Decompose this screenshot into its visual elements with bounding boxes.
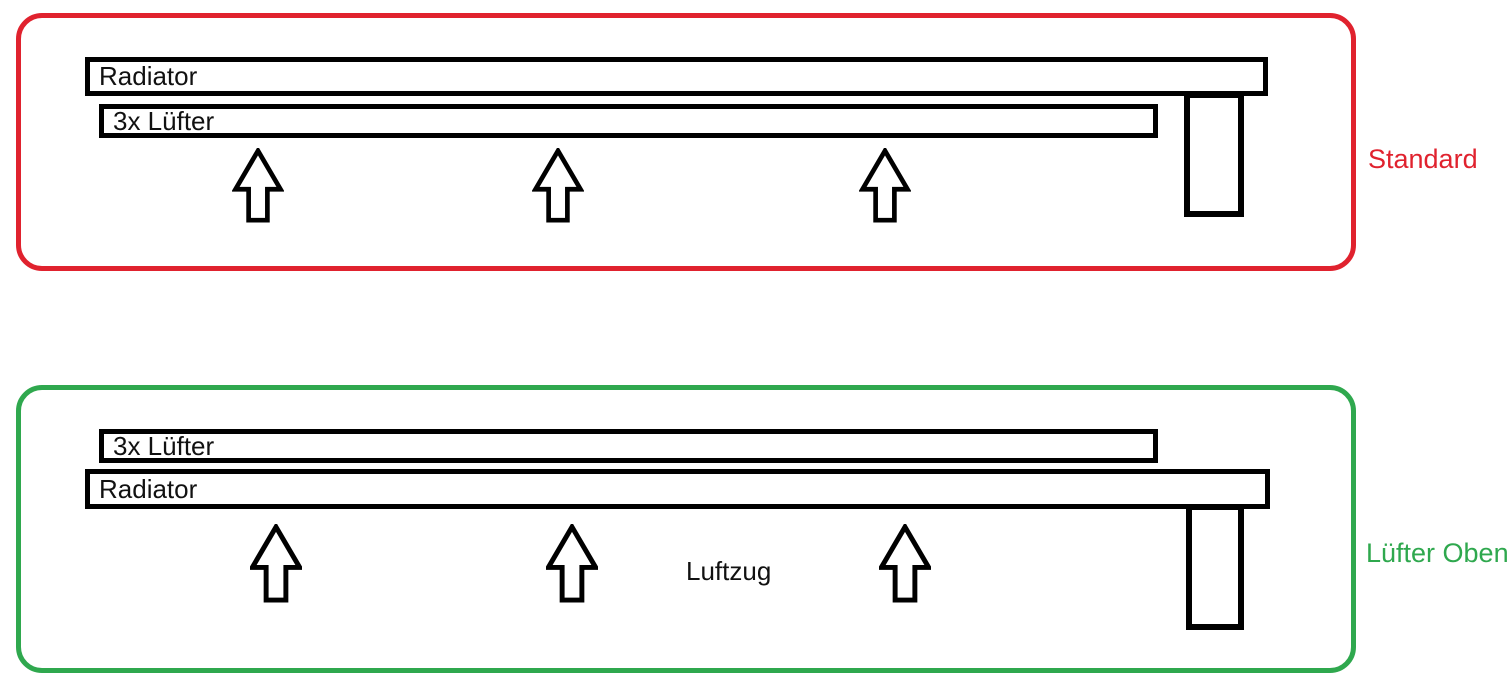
- fans-bar-label: 3x Lüfter: [113, 105, 215, 136]
- airflow-up-arrow-icon: [859, 148, 911, 223]
- radiator-pipe-fitting-standard: [1184, 92, 1244, 217]
- config-label-standard: Standard: [1368, 144, 1478, 174]
- radiator-bar-luefter-oben: Radiator: [85, 469, 1270, 509]
- radiator-bar-label: Radiator: [99, 473, 198, 504]
- airflow-up-arrow-icon: [879, 524, 931, 603]
- airflow-up-arrow-icon: [546, 524, 598, 603]
- airflow-up-arrow-icon: [232, 148, 284, 223]
- config-label-luefter-oben: Lüfter Oben: [1366, 538, 1509, 568]
- fans-bar-standard: 3x Lüfter: [99, 104, 1158, 138]
- airflow-up-arrow-icon: [532, 148, 584, 223]
- panel-standard-config: [16, 13, 1356, 271]
- radiator-pipe-fitting-luefter-oben: [1186, 504, 1244, 630]
- panel-luefter-oben-config: [16, 385, 1356, 673]
- airflow-annotation: Luftzug: [686, 556, 772, 586]
- airflow-up-arrow-icon: [250, 524, 302, 603]
- radiator-bar-label: Radiator: [99, 61, 198, 91]
- fans-bar-label: 3x Lüfter: [113, 430, 215, 461]
- fans-bar-luefter-oben: 3x Lüfter: [99, 429, 1158, 463]
- radiator-bar-standard: Radiator: [85, 57, 1268, 96]
